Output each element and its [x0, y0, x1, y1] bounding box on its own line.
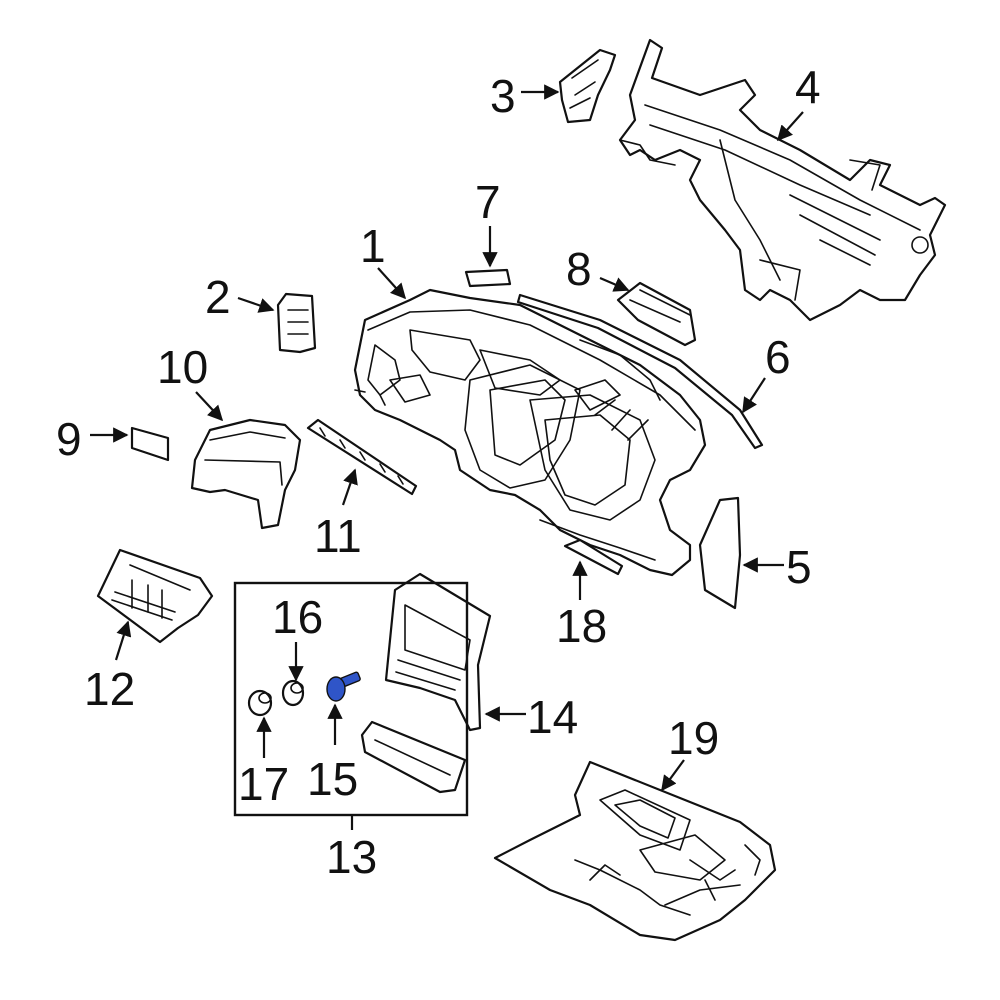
leader-11: [341, 468, 358, 506]
callout-17: 17: [238, 758, 289, 810]
part-4-cross-car-beam[interactable]: [618, 38, 947, 322]
callout-18: 18: [556, 600, 607, 652]
callout-13: 13: [326, 831, 377, 883]
part-19-floor-pan[interactable]: [493, 760, 777, 942]
leader-6: [742, 377, 766, 414]
callout-12: 12: [84, 663, 135, 715]
part-5-end-panel[interactable]: [698, 496, 742, 610]
part-6-trim-strip[interactable]: [516, 293, 764, 450]
callout-9: 9: [56, 413, 82, 465]
part-18-trim[interactable]: [563, 538, 624, 576]
leader-2: [237, 296, 275, 313]
callout-6: 6: [765, 331, 791, 383]
callout-7: 7: [475, 176, 501, 228]
callout-10: 10: [157, 341, 208, 393]
part-2-switch[interactable]: [276, 292, 317, 354]
part-8-defroster-vent[interactable]: [616, 281, 697, 347]
leader-8: [599, 276, 630, 292]
part-11-retainer-strip[interactable]: [306, 418, 418, 496]
part-7-pad[interactable]: [464, 268, 512, 288]
part-14-radio-bezel[interactable]: [384, 572, 492, 732]
callout-15: 15: [307, 753, 358, 805]
leader-10: [195, 391, 224, 422]
leader-1: [377, 267, 407, 300]
callout-16: 16: [272, 591, 323, 643]
part-12-air-vent[interactable]: [96, 548, 214, 644]
callout-8: 8: [566, 243, 592, 295]
part-15-bolt[interactable]: [326, 671, 361, 702]
part-13-glove-box[interactable]: [360, 720, 467, 794]
callout-14: 14: [527, 691, 578, 743]
leader-lines: [90, 84, 804, 830]
callout-19: 19: [668, 712, 719, 764]
leader-4: [776, 111, 804, 142]
leader-12: [114, 620, 132, 661]
part-1-instrument-panel[interactable]: [353, 288, 707, 577]
leader-19: [661, 759, 685, 792]
part-3-bracket[interactable]: [558, 48, 617, 124]
callout-3: 3: [490, 70, 516, 122]
part-16-bumper[interactable]: [281, 679, 305, 707]
callout-labels: 3 4 7 8 1 2 6 10 9 11 5 18 12 16 17 15 1…: [56, 61, 821, 883]
callout-1: 1: [360, 220, 386, 272]
callout-2: 2: [205, 271, 231, 323]
callout-4: 4: [795, 61, 821, 113]
callout-5: 5: [786, 541, 812, 593]
callout-11: 11: [314, 510, 362, 562]
part-10-cluster-bezel[interactable]: [190, 418, 302, 530]
part-9-trim[interactable]: [130, 426, 170, 462]
part-17-bumper[interactable]: [247, 689, 273, 717]
